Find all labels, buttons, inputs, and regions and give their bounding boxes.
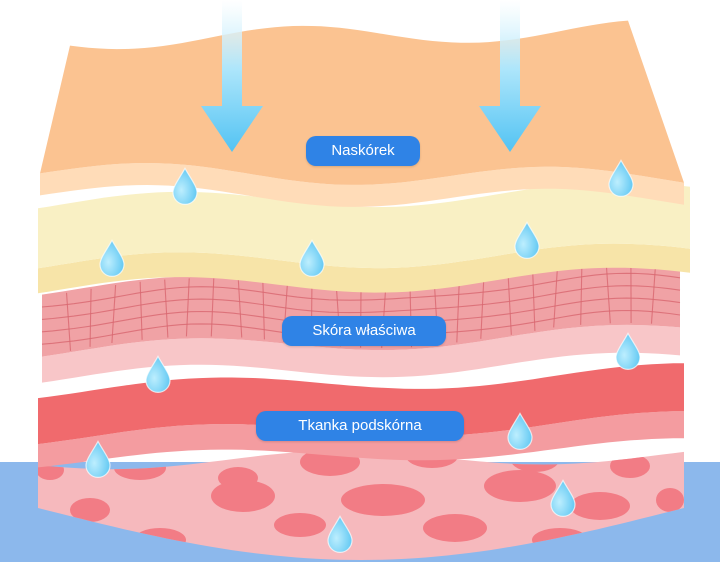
water-drop-icon-9 <box>85 440 111 478</box>
water-drop-icon-5 <box>514 221 540 259</box>
arrows-group <box>201 0 541 152</box>
dermis-edge <box>42 324 680 383</box>
grid-col-3 <box>111 284 117 344</box>
grid-col-7 <box>210 278 215 337</box>
dermis-layer <box>41 262 681 383</box>
grid-col-6 <box>185 278 190 337</box>
down-arrow-icon-2 <box>479 0 541 152</box>
water-drops-group <box>85 159 641 553</box>
water-drop-icon-1 <box>172 167 198 205</box>
subcutis-layer <box>38 363 684 560</box>
down-arrow-icon-1 <box>201 0 263 152</box>
water-drop-icon-8 <box>507 412 533 450</box>
grid-col-20 <box>532 272 536 331</box>
fat-cell-13 <box>274 513 326 537</box>
epidermis-top <box>40 20 684 185</box>
grid-col-18 <box>480 280 485 339</box>
grid-col-4 <box>139 281 143 340</box>
grid-col-25 <box>650 265 657 324</box>
epidermis-layer <box>40 20 684 207</box>
water-drop-icon-3 <box>99 239 125 277</box>
water-drop-icon-6 <box>615 332 641 370</box>
epidermis-edge <box>40 163 684 207</box>
grid-col-22 <box>580 266 583 325</box>
fat-cell-7 <box>70 498 110 522</box>
fat-cell-17 <box>656 488 684 512</box>
subcutis-label: Tkanka podskórna <box>256 411 464 441</box>
fat-cell-11 <box>570 492 630 520</box>
water-drop-icon-11 <box>327 515 353 553</box>
grid-col-17 <box>456 284 460 343</box>
water-drop-icon-10 <box>550 479 576 517</box>
grid-col-23 <box>605 265 611 324</box>
fat-cell-9 <box>341 484 425 516</box>
grid-col-19 <box>507 276 512 335</box>
water-drop-icon-4 <box>299 239 325 277</box>
grid-col-21 <box>553 269 558 328</box>
fat-cell-6 <box>610 454 650 478</box>
fat-cell-14 <box>423 514 487 542</box>
fat-cell-8 <box>211 480 275 512</box>
grid-col-9 <box>262 281 265 340</box>
grid-col-1 <box>65 292 72 351</box>
water-drop-icon-7 <box>145 355 171 393</box>
dermis-label: Skóra właściwa <box>282 316 446 346</box>
grid-col-5 <box>164 279 169 338</box>
grid-col-2 <box>89 288 92 347</box>
epidermis-label: Naskórek <box>306 136 420 166</box>
grid-col-8 <box>237 279 243 338</box>
water-drop-icon-2 <box>608 159 634 197</box>
fat-cell-10 <box>484 470 556 502</box>
